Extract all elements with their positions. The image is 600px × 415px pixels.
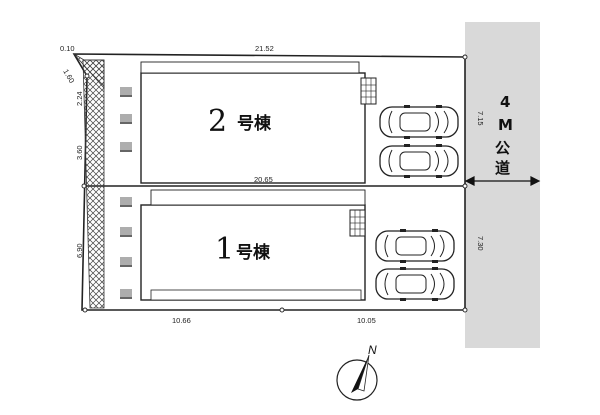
building-2-label: 号棟 bbox=[237, 113, 272, 134]
north-compass-icon: N bbox=[336, 343, 378, 401]
dim-corner-diag: 1.60 bbox=[61, 68, 76, 85]
building-1-porch bbox=[150, 189, 366, 206]
grid-box-1 bbox=[349, 209, 366, 237]
building-2-number: 2 bbox=[208, 104, 227, 139]
dim-bottom-left: 10.66 bbox=[172, 316, 191, 325]
parked-car bbox=[379, 143, 459, 179]
dim-bottom-right: 10.05 bbox=[357, 316, 376, 325]
dim-right-lower: 7.30 bbox=[476, 236, 485, 251]
building-1-footprint bbox=[140, 204, 366, 301]
dim-corner-small: 0.10 bbox=[60, 44, 75, 53]
building-1-label: 号棟 bbox=[236, 242, 271, 263]
dim-top-total: 21.52 bbox=[255, 44, 274, 53]
road-width: 4 bbox=[500, 93, 510, 111]
building-1-step bbox=[150, 289, 362, 301]
north-label: N bbox=[368, 343, 377, 357]
parked-car bbox=[379, 104, 459, 140]
grid-box-2 bbox=[360, 77, 377, 105]
dim-left-mid: 3.60 bbox=[75, 145, 84, 160]
public-road bbox=[465, 22, 540, 348]
dim-divider-width: 20.65 bbox=[254, 175, 273, 184]
dim-left-lower: 6.90 bbox=[75, 243, 84, 258]
parked-car bbox=[375, 266, 455, 302]
building-1-number: 1 bbox=[215, 232, 234, 267]
road-unit: M bbox=[498, 116, 513, 134]
road-width-arrow bbox=[464, 176, 541, 186]
road-type-1: 公 bbox=[495, 139, 510, 157]
corner-wall bbox=[73, 53, 105, 90]
road-type-2: 道 bbox=[495, 159, 510, 177]
dim-left-upper: 2.24 bbox=[75, 91, 84, 106]
parked-car bbox=[375, 228, 455, 264]
dim-right-upper: 7.15 bbox=[476, 111, 485, 126]
boundary-markers bbox=[81, 54, 468, 313]
building-2-porch bbox=[140, 61, 360, 74]
